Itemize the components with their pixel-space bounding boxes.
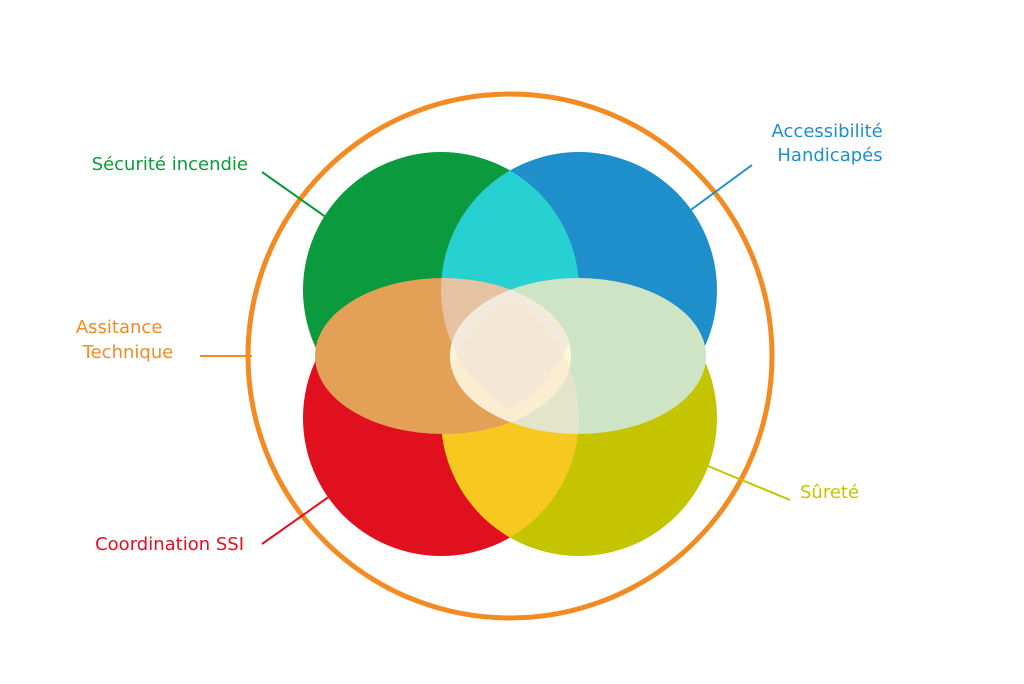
label-accessibilite-line2: Handicapés [777, 145, 882, 166]
label-assistance-technique: Assitance Technique [76, 317, 173, 363]
label-accessibilite: Accessibilité Handicapés [772, 121, 889, 166]
leader-securite [261, 171, 331, 221]
leader-coordination [261, 495, 331, 545]
label-coordination-ssi: Coordination SSI [95, 534, 244, 555]
label-assistance-line1: Assitance [76, 317, 163, 338]
leader-surete [707, 465, 791, 501]
label-accessibilite-line1: Accessibilité [772, 121, 883, 142]
label-securite-incendie: Sécurité incendie [92, 154, 248, 175]
label-surete: Sûreté [800, 482, 859, 503]
label-assistance-line2: Technique [82, 342, 174, 363]
leader-accessibilite [687, 164, 753, 213]
center-bottom-patch [450, 280, 579, 434]
